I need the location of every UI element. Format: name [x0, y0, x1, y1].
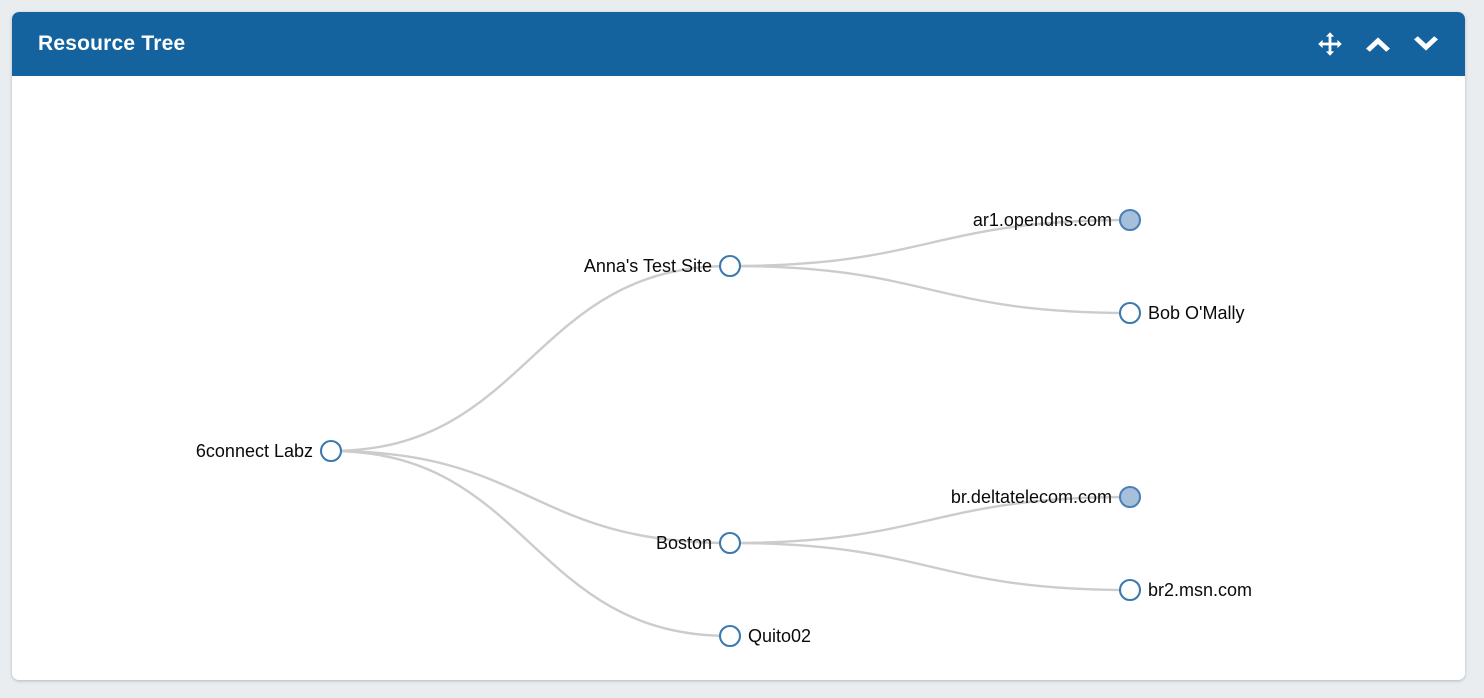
tree-node[interactable]: Quito02 — [718, 624, 811, 648]
tree-node[interactable]: 6connect Labz — [196, 439, 343, 463]
tree-link — [729, 541, 1131, 592]
tree-node-circle[interactable] — [1118, 578, 1142, 602]
tree-node[interactable]: Boston — [656, 531, 742, 555]
tree-node[interactable]: ar1.opendns.com — [973, 208, 1142, 232]
tree-node[interactable]: br.deltatelecom.com — [951, 485, 1142, 509]
panel-body: 6connect Labz Anna's Test Site ar1.opendns… — [12, 76, 1465, 680]
tree-link — [729, 218, 1131, 268]
page-title: Resource Tree — [38, 32, 186, 55]
panel-header: Resource Tree — [12, 12, 1465, 76]
tree-link — [729, 495, 1131, 545]
tree-node-label: 6connect Labz — [196, 441, 313, 461]
tree-links — [330, 218, 1131, 638]
tree-link — [330, 449, 731, 545]
tree-node-circle[interactable] — [1118, 208, 1142, 232]
chevron-up-icon[interactable] — [1363, 29, 1393, 59]
tree-node-circle[interactable] — [319, 439, 343, 463]
tree-node-label: Anna's Test Site — [584, 256, 712, 276]
tree-node-label: Boston — [656, 533, 712, 553]
tree-nodes: 6connect Labz Anna's Test Site ar1.opendns… — [196, 208, 1252, 648]
tree-node-circle[interactable] — [1118, 301, 1142, 325]
header-actions — [1315, 29, 1441, 59]
tree-node-label: ar1.opendns.com — [973, 210, 1112, 230]
tree-node-circle[interactable] — [718, 531, 742, 555]
tree-node-label: Bob O'Mally — [1148, 303, 1244, 323]
tree-node-circle[interactable] — [718, 254, 742, 278]
tree-node-label: br.deltatelecom.com — [951, 487, 1112, 507]
move-icon[interactable] — [1315, 29, 1345, 59]
resource-tree-graph[interactable]: 6connect Labz Anna's Test Site ar1.opendns… — [12, 76, 1465, 680]
tree-node-label: Quito02 — [748, 626, 811, 646]
tree-node[interactable]: Anna's Test Site — [584, 254, 742, 278]
tree-link — [330, 264, 731, 453]
tree-link — [729, 264, 1131, 315]
tree-link — [330, 449, 731, 638]
tree-node[interactable]: Bob O'Mally — [1118, 301, 1244, 325]
tree-node-circle[interactable] — [718, 624, 742, 648]
tree-node-label: br2.msn.com — [1148, 580, 1252, 600]
tree-node[interactable]: br2.msn.com — [1118, 578, 1252, 602]
tree-node-circle[interactable] — [1118, 485, 1142, 509]
chevron-down-icon[interactable] — [1411, 29, 1441, 59]
